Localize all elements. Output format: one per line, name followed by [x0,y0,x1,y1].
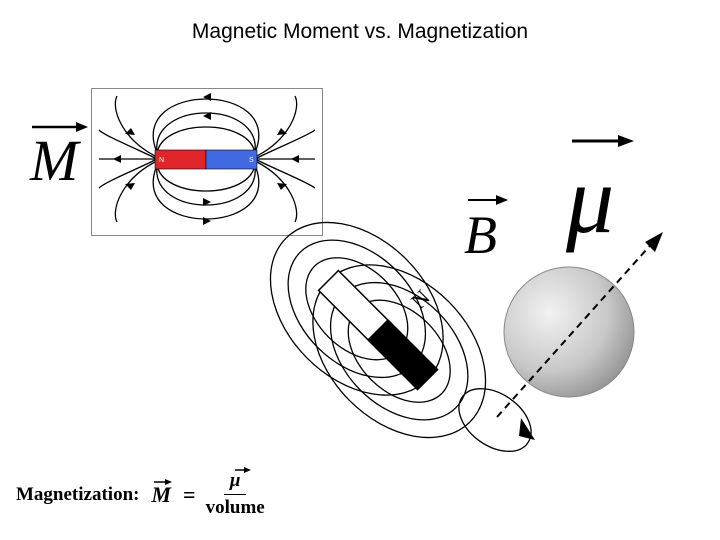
magnetization-formula: Magnetization: M = μ volume [16,467,265,519]
bar-south-label: S [249,157,254,164]
bar-magnet-field-figure: N S [91,88,323,236]
formula-numerator: μ [229,470,241,491]
formula-denominator: volume [205,497,265,518]
mu-vector-arrow-icon [572,135,634,147]
formula-label: Magnetization: [16,483,140,505]
formula-equals: = [183,481,196,507]
moment-arrow-head [645,232,663,252]
magnetic-moment-sphere-figure [458,232,663,452]
formula-m-arrow-icon [154,478,173,485]
b-vector-arrow-icon [468,195,508,205]
slide-title: Magnetic Moment vs. Magnetization [191,20,529,43]
formula-fraction: μ volume [205,467,265,519]
loop-direction-arrow [519,418,535,440]
moment-symbol: μ [566,146,615,253]
formula-mu-arrow-icon [234,467,251,473]
current-loop [458,388,532,452]
magnetization-symbol: M [30,128,79,193]
tilted-magnet-field-figure: N S [269,221,487,439]
m-vector-arrow-icon [32,122,88,132]
field-symbol: B [464,205,497,265]
formula-lhs: M [151,481,172,507]
tilted-south-label: S [314,370,340,396]
bar-north-label: N [159,157,164,164]
sphere [503,266,635,398]
south-pole [205,149,258,170]
